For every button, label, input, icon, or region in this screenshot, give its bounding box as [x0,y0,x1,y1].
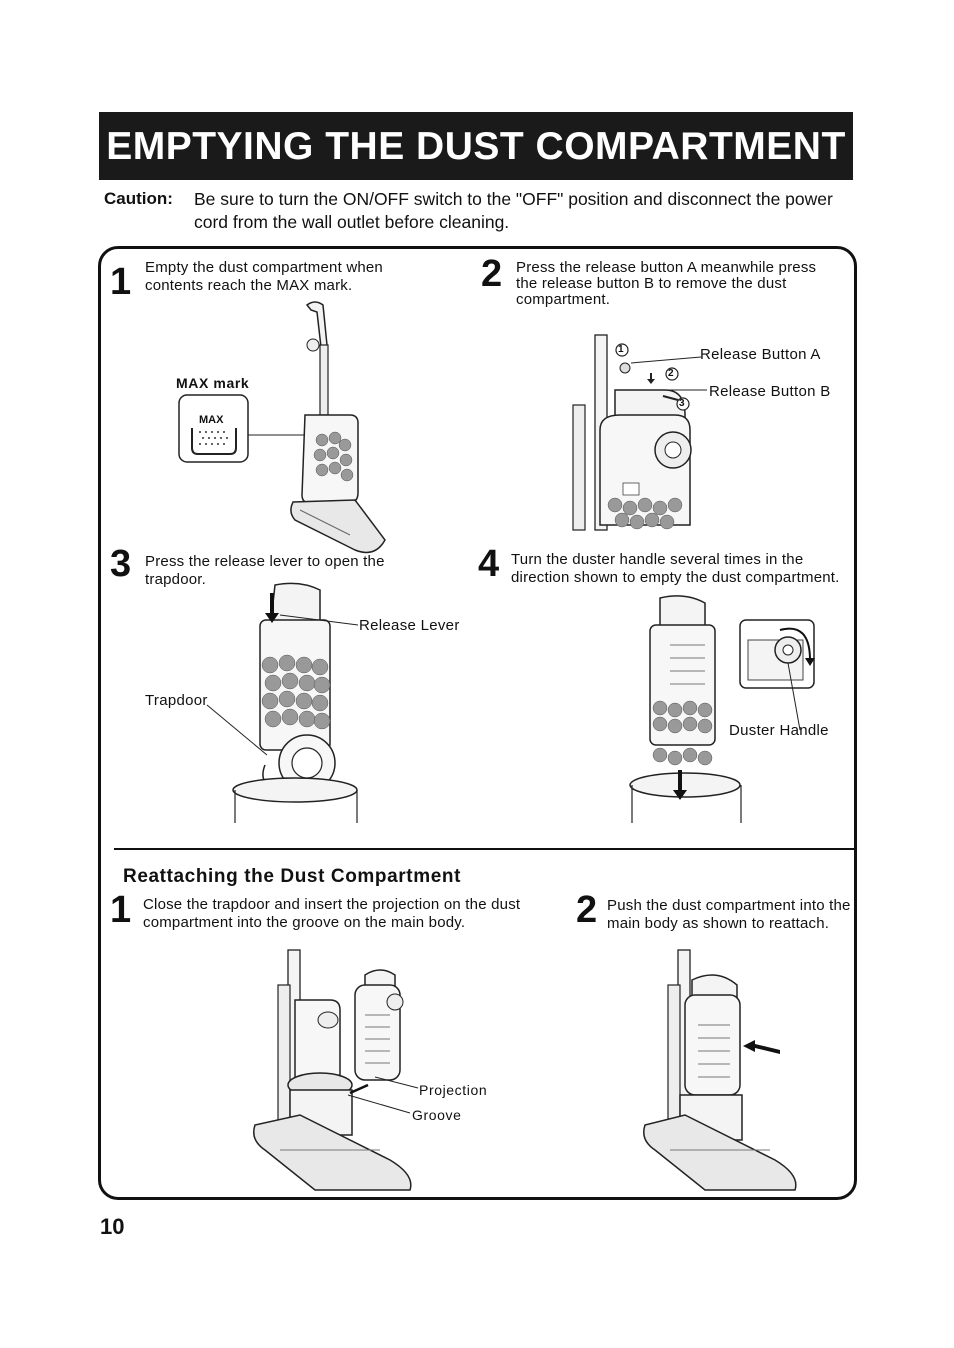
marker-1: 1 [618,344,624,355]
page-title: EMPTYING THE DUST COMPARTMENT [106,125,846,168]
duster-handle-label: Duster Handle [729,722,829,739]
reattach-step-2-text: Push the dust compartment into the main … [607,897,851,932]
title-bar: EMPTYING THE DUST COMPARTMENT [99,112,853,180]
step-2-number: 2 [481,253,503,295]
instructions-frame [98,246,857,1200]
release-button-a-label: Release Button A [700,346,821,363]
reattach-step-1-text: Close the trapdoor and insert the projec… [143,896,521,931]
page-number: 10 [100,1214,125,1239]
caution-text: Be sure to turn the ON/OFF switch to the… [194,189,833,232]
release-lever-label: Release Lever [359,617,460,634]
duster-handle-illustration [629,595,815,823]
step-1-text: Empty the dust compartment when contents… [145,259,383,294]
step-3-text: Press the release lever to open the trap… [145,553,385,588]
trapdoor-illustration [206,582,359,823]
reattach-step-1-number: 1 [110,889,132,931]
release-buttons-illustration [572,334,707,531]
release-button-b-label: Release Button B [709,383,831,400]
caution-label: Caution: [104,189,173,208]
step-4-text: Turn the duster handle several times in … [511,551,840,586]
projection-label: Projection [419,1082,488,1098]
reattach-heading: Reattaching the Dust Compartment [123,866,462,887]
reattach-step-2-number: 2 [576,889,598,931]
groove-label: Groove [412,1107,462,1123]
marker-3: 3 [679,398,685,409]
step-2-text: Press the release button A meanwhile pre… [516,259,817,308]
trapdoor-label: Trapdoor [145,692,208,709]
section-divider [114,848,854,850]
max-mark-inset-illustration [178,301,386,554]
max-inset-text: MAX [199,414,224,426]
reattach-insert-illustration [253,949,419,1191]
reattach-push-illustration [643,949,797,1191]
step-3-number: 3 [110,543,132,585]
max-mark-label: MAX mark [176,375,250,391]
marker-2: 2 [668,368,674,379]
step-1-number: 1 [110,261,132,303]
step-4-number: 4 [478,543,500,585]
